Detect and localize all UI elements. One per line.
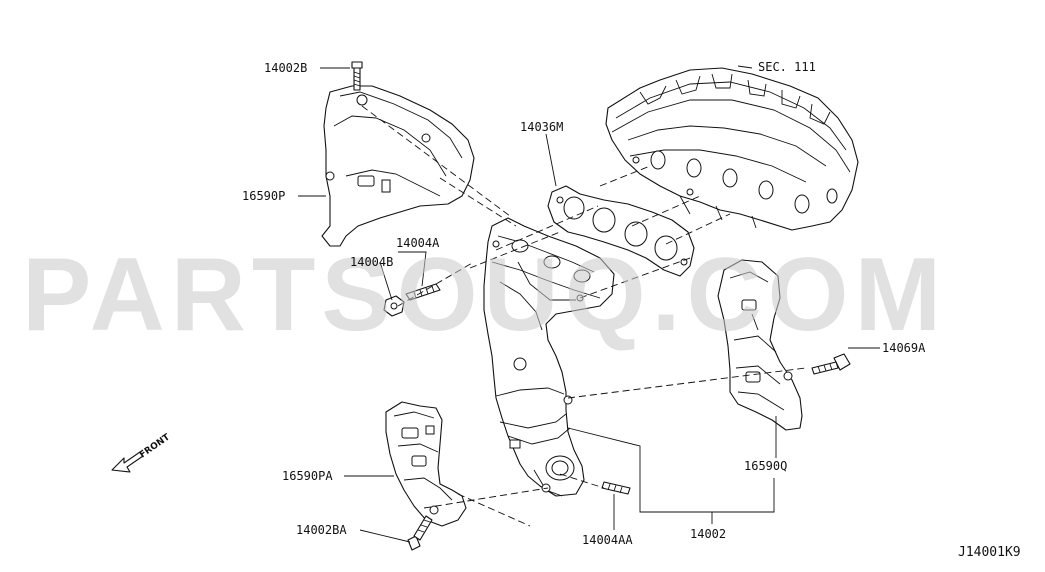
alignment-lines bbox=[361, 105, 807, 527]
label-14004b: 14004B bbox=[350, 255, 393, 269]
label-14004aa: 14004AA bbox=[582, 533, 633, 547]
front-arrow-icon bbox=[111, 451, 144, 473]
label-14004a: 14004A bbox=[396, 236, 440, 250]
label-sec-111: SEC. 111 bbox=[758, 60, 816, 74]
label-14002ba: 14002BA bbox=[296, 523, 347, 537]
lower-heat-insulator-part[interactable] bbox=[385, 401, 467, 527]
leader-lines bbox=[298, 65, 880, 543]
label-16590pa: 16590PA bbox=[282, 469, 333, 483]
front-direction-indicator: FRONT bbox=[111, 432, 173, 473]
label-16590q: 16590Q bbox=[744, 459, 787, 473]
bolt-14069a-part[interactable] bbox=[811, 353, 851, 375]
front-label: FRONT bbox=[138, 432, 173, 460]
upper-heat-insulator-part[interactable] bbox=[321, 85, 475, 247]
manifold-gasket-part[interactable] bbox=[547, 185, 695, 277]
label-16590p: 16590P bbox=[242, 189, 285, 203]
label-14002: 14002 bbox=[690, 527, 726, 541]
label-14002b: 14002B bbox=[264, 61, 307, 75]
label-14036m: 14036M bbox=[520, 120, 563, 134]
watermark-text: PARTSOUQ.COM bbox=[22, 237, 947, 353]
bolt-14002ba-part[interactable] bbox=[407, 515, 433, 551]
figure-code: J14001K9 bbox=[958, 545, 1021, 560]
side-heat-insulator-part[interactable] bbox=[717, 259, 803, 431]
bolt-14002b-part[interactable] bbox=[351, 61, 363, 91]
cylinder-head-part[interactable] bbox=[605, 67, 859, 231]
nut-14004b-part[interactable] bbox=[383, 295, 405, 317]
exhaust-manifold-catalyst-part[interactable] bbox=[483, 217, 615, 497]
stud-14004aa-part[interactable] bbox=[601, 481, 631, 495]
label-14069a: 14069A bbox=[882, 341, 926, 355]
